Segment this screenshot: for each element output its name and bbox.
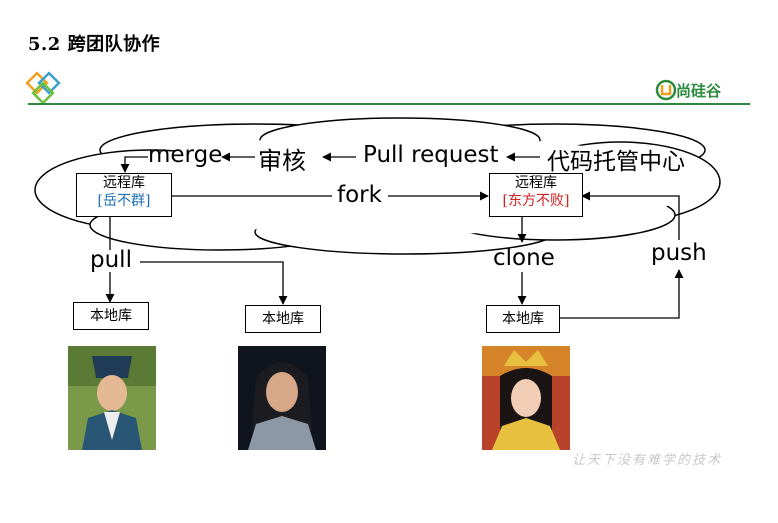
remote-repo-right: 远程库 [东方不败] — [489, 173, 583, 217]
diamond-logo-icon — [25, 71, 61, 105]
code-hosting-center-label: 代码托管中心 — [547, 149, 685, 175]
brand-name: 尚硅谷 — [676, 82, 722, 100]
portrait-man-blue-hat — [68, 346, 156, 450]
pull-label: pull — [90, 247, 132, 273]
remote-repo-left-owner: [岳不群] — [97, 193, 151, 209]
page-title: 5.2 跨团队协作 — [28, 34, 161, 55]
clone-label: clone — [493, 245, 555, 271]
remote-repo-right-owner: [东方不败] — [502, 193, 570, 209]
portrait-woman-crown — [482, 346, 570, 450]
watermark: 让天下没有难学的技术 — [572, 453, 723, 468]
fork-label: fork — [337, 182, 382, 208]
local-repo-2: 本地库 — [245, 305, 321, 333]
pull-request-label: Pull request — [363, 142, 499, 168]
remote-repo-left-title: 远程库 — [103, 175, 145, 191]
remote-repo-right-title: 远程库 — [515, 175, 557, 191]
local-repo-3: 本地库 — [486, 305, 560, 333]
portrait-man-long-hair — [238, 346, 326, 450]
local-repo-1: 本地库 — [73, 302, 149, 330]
remote-repo-left: 远程库 [岳不群] — [76, 173, 172, 217]
shangguigu-logo-icon — [655, 79, 677, 101]
push-label: push — [651, 240, 707, 266]
review-label: 审核 — [258, 147, 306, 175]
merge-label: merge — [148, 142, 223, 168]
